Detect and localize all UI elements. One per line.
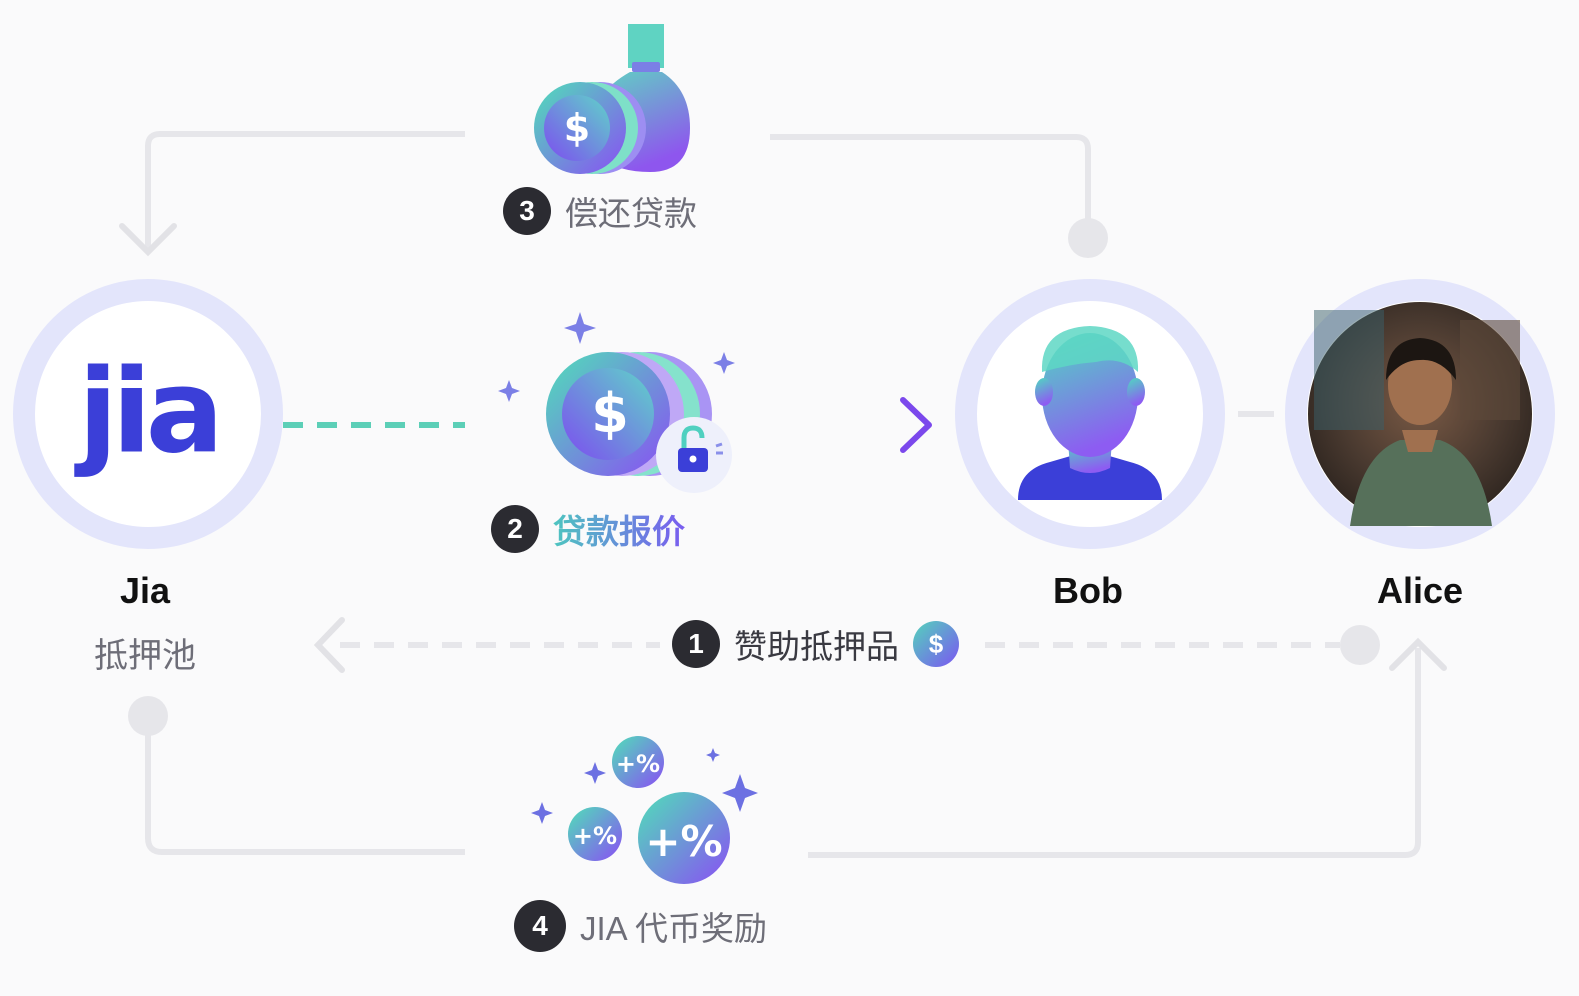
reward-connector-left bbox=[145, 716, 465, 855]
jia-subtitle: 抵押池 bbox=[94, 637, 196, 675]
step-3-badge: 3 bbox=[503, 187, 551, 235]
step-4-text: JIA 代币奖励 bbox=[580, 910, 768, 947]
jia-name: Jia bbox=[119, 570, 171, 611]
svg-text:$: $ bbox=[591, 382, 629, 445]
reward-arrowhead bbox=[1389, 637, 1447, 671]
step-1-badge: 1 bbox=[672, 620, 720, 668]
quote-arrowhead bbox=[900, 397, 932, 453]
svg-text:+%: +% bbox=[616, 750, 660, 778]
repay-connector-right bbox=[770, 134, 1091, 232]
step-2-text: 贷款报价 bbox=[553, 505, 685, 553]
svg-text:$: $ bbox=[564, 106, 590, 150]
reward-token-icons: +% +% +% bbox=[568, 736, 730, 884]
repay-arrowhead bbox=[119, 223, 177, 257]
repay-connector-left bbox=[145, 131, 465, 248]
step-3-label: 3 偿还贷款 bbox=[503, 187, 697, 235]
svg-text:+%: +% bbox=[573, 822, 617, 850]
repay-connector-dot bbox=[1068, 218, 1108, 258]
step-3-text: 偿还贷款 bbox=[565, 195, 697, 232]
alice-name: Alice bbox=[1376, 570, 1464, 611]
step-2-badge: 2 bbox=[491, 505, 539, 553]
step-4-badge: 4 bbox=[514, 900, 566, 952]
alice-photo bbox=[1308, 302, 1532, 526]
bob-avatar-icon bbox=[1018, 326, 1162, 500]
bob-name: Bob bbox=[1053, 570, 1123, 611]
collateral-arrowhead bbox=[313, 617, 345, 673]
step-1-label: 1 赞助抵押品 $ bbox=[668, 620, 963, 668]
reward-sparkle-icons bbox=[531, 748, 758, 824]
repay-coin-stack-icon: $ bbox=[534, 82, 646, 174]
svg-text:+%: +% bbox=[645, 817, 722, 866]
sparkle-icons bbox=[498, 312, 735, 402]
collateral-coin-icon: $ bbox=[913, 621, 959, 667]
unlock-icon bbox=[656, 417, 732, 493]
reward-connector-right bbox=[808, 648, 1421, 858]
step-1-text: 赞助抵押品 bbox=[734, 628, 899, 665]
jia-logo: jia bbox=[78, 344, 224, 480]
step-4-label: 4 JIA 代币奖励 bbox=[514, 900, 767, 952]
collateral-dot bbox=[1340, 625, 1380, 665]
jia-node-ring bbox=[13, 279, 283, 549]
step-2-label: 2 贷款报价 bbox=[491, 505, 685, 553]
